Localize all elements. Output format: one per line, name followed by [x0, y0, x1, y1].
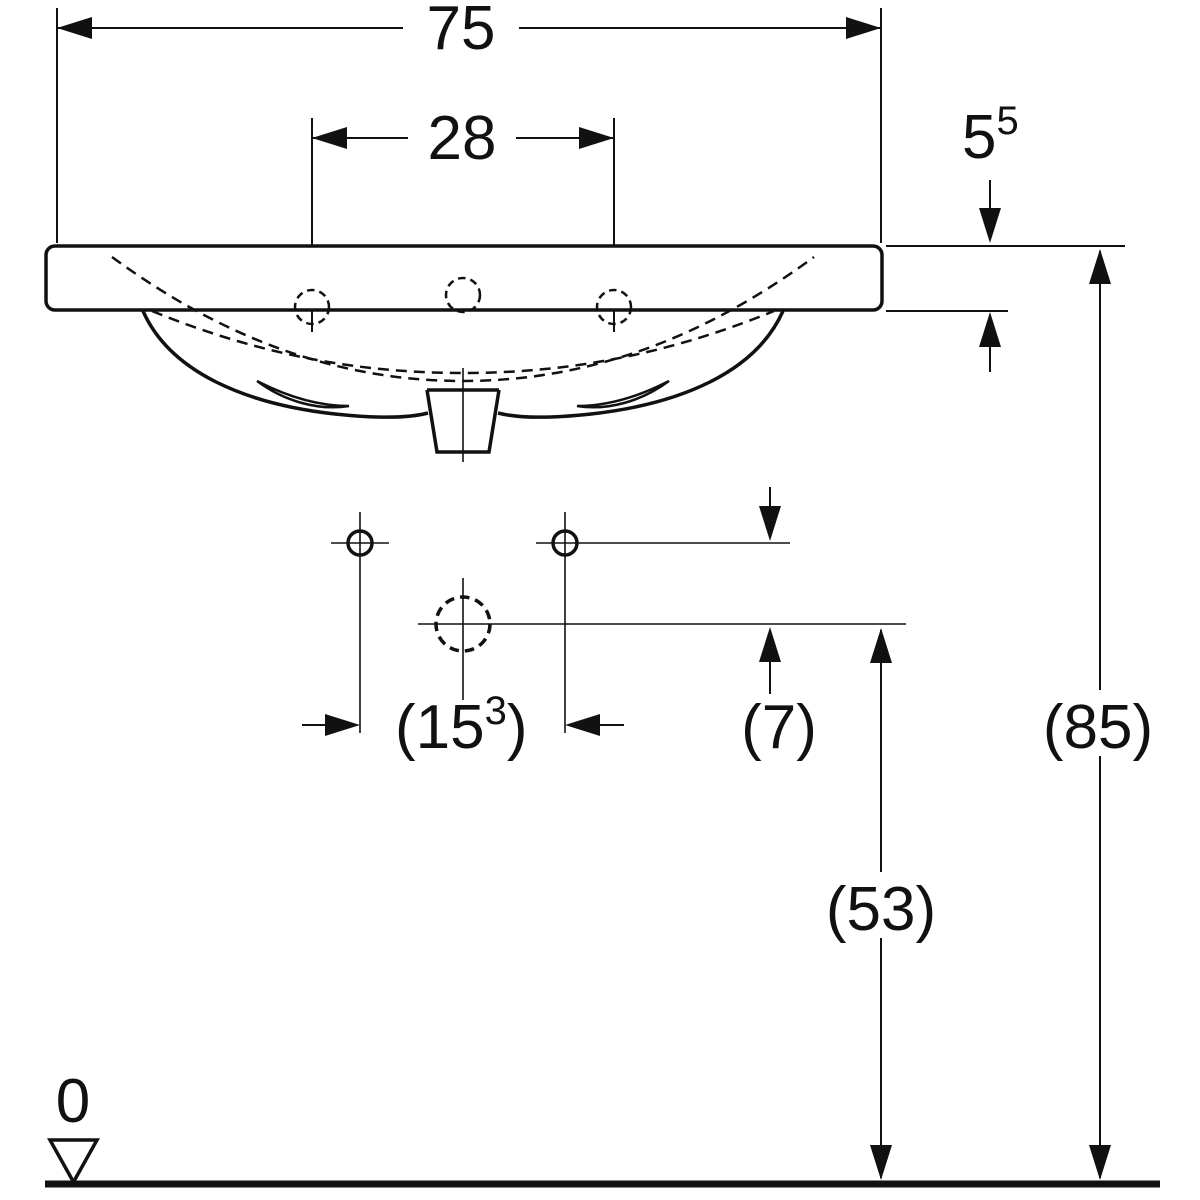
arrowhead-up: [759, 627, 781, 662]
label-backing: [813, 872, 949, 938]
dimension-label-offset: (7): [741, 693, 817, 762]
arrowhead-up: [979, 312, 1001, 347]
tap-hole-left: [293, 288, 331, 326]
arrowhead-up: [870, 628, 892, 663]
fixing-value-open: (15: [395, 693, 485, 762]
label-backing: [1031, 690, 1169, 756]
arrowhead-right: [846, 17, 881, 39]
dimension-label-fixing-spacing: (153): [395, 689, 528, 762]
dimension-label-tap-spacing: 28: [428, 104, 497, 173]
bowl-underside-right: [497, 310, 785, 419]
hidden-bowl-curve-inner: [151, 309, 775, 375]
arrowhead-down: [1089, 1145, 1111, 1180]
dimension-overall-height: (85): [1031, 249, 1169, 1180]
fixing-superscript: 3: [485, 689, 507, 733]
arrowhead-up: [1089, 249, 1111, 284]
bowl-crease-left: [256, 379, 350, 409]
tap-hole-right: [595, 288, 633, 326]
arrowhead-down: [759, 506, 781, 541]
dimension-offset: (7): [741, 487, 817, 762]
arrowhead-left: [312, 127, 347, 149]
dimension-rim-thickness: 55: [886, 99, 1125, 372]
fixing-close-paren: ): [507, 693, 528, 762]
bowl-underside-left: [141, 310, 429, 419]
arrowhead-right-pointing: [325, 714, 360, 736]
dimension-outlet-height: (53): [813, 628, 949, 1180]
datum-label-zero: 0: [56, 1067, 90, 1136]
dimension-label-overall-width: 75: [427, 0, 496, 63]
dimension-label-overall-height: (85): [1043, 693, 1153, 762]
floor-datum: 0: [45, 1067, 1160, 1188]
arrowhead-left-pointing: [565, 714, 600, 736]
rim-superscript: 5: [996, 99, 1018, 143]
fixing-holes-detail: [331, 512, 906, 733]
dimension-label-outlet-height: (53): [826, 875, 936, 944]
dimension-label-rim-thickness: 55: [962, 99, 1019, 172]
rim-value: 5: [962, 103, 996, 172]
datum-triangle-icon: [47, 1138, 100, 1186]
bowl-crease-right: [576, 379, 670, 409]
dimension-tap-spacing: 28: [311, 104, 615, 332]
washbasin-elevation: [44, 244, 884, 462]
arrowhead-down: [979, 208, 1001, 243]
tap-hole-center: [444, 276, 482, 314]
dimension-fixing-spacing: (153): [302, 689, 624, 762]
arrowhead-left: [57, 17, 92, 39]
dimension-overall-width: 75: [56, 0, 882, 243]
arrowhead-right: [579, 127, 614, 149]
arrowhead-down: [870, 1145, 892, 1180]
